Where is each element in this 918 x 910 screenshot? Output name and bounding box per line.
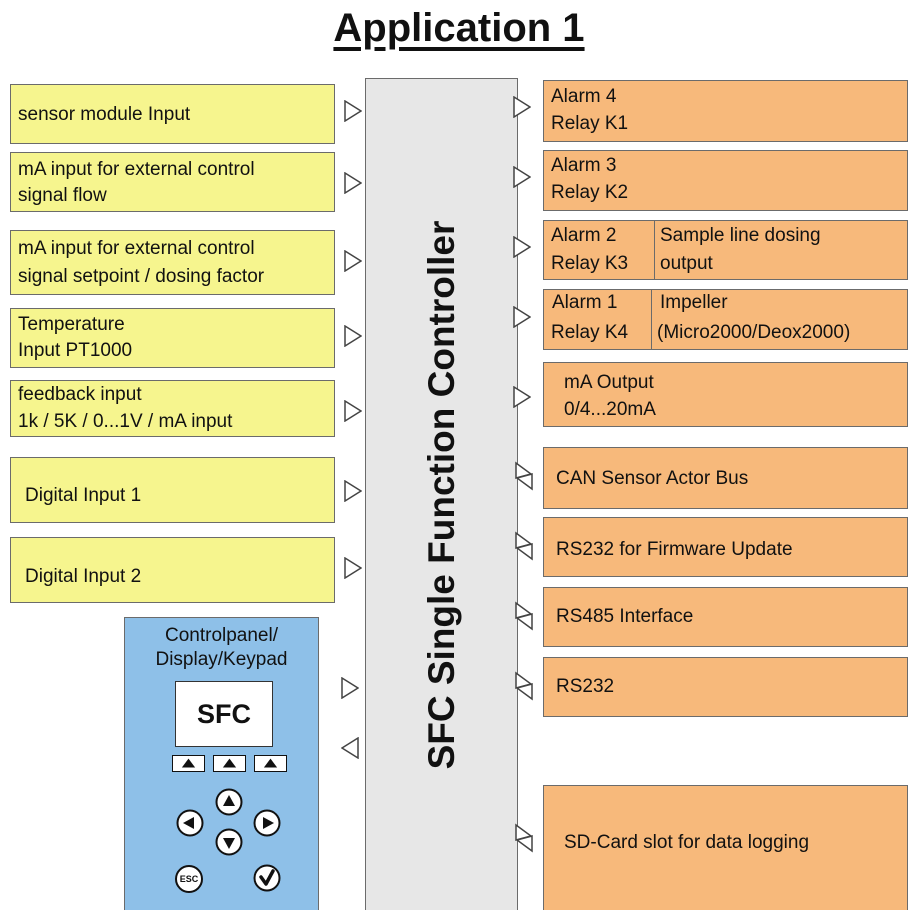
input-label: sensor module Input xyxy=(18,104,191,125)
checkmark-button-icon[interactable] xyxy=(253,864,281,892)
output-rs485: RS485 Interface xyxy=(543,587,908,647)
relay-label: Relay K2 xyxy=(551,182,629,203)
output-arrow-icon xyxy=(513,306,531,328)
input-arrow-icon xyxy=(344,100,362,122)
output-can-bus: CAN Sensor Actor Bus xyxy=(543,447,908,509)
panel-output-arrow-icon xyxy=(341,737,359,759)
output-ma: mA Output 0/4...20mA xyxy=(543,362,908,427)
up-arrow-button-icon[interactable] xyxy=(215,788,243,816)
bidirectional-arrow-icon xyxy=(515,823,533,853)
input-label: Digital Input 2 xyxy=(25,566,142,587)
alarm-label: Alarm 2 xyxy=(551,225,617,246)
output-desc-line1: Impeller xyxy=(660,292,728,313)
panel-title-line2: Display/Keypad xyxy=(155,649,288,670)
input-arrow-icon xyxy=(344,557,362,579)
output-arrow-icon xyxy=(513,386,531,408)
right-arrow-button-icon[interactable] xyxy=(253,809,281,837)
relay-label: Relay K1 xyxy=(551,113,629,134)
bidirectional-arrow-icon xyxy=(515,671,533,701)
input-label-line1: Temperature xyxy=(18,314,125,335)
output-alarm-3: Alarm 3 Relay K2 xyxy=(543,150,908,211)
input-label-line1: mA input for external control xyxy=(18,238,255,259)
display-screen: SFC xyxy=(175,681,273,747)
alarm-label: Alarm 3 xyxy=(551,155,617,176)
page-title: Application 1 xyxy=(333,6,585,50)
input-digital-2: Digital Input 2 xyxy=(10,537,335,603)
alarm-label: Alarm 4 xyxy=(551,86,617,107)
relay-label: Relay K4 xyxy=(551,322,629,343)
output-desc-line2: (Micro2000/Deox2000) xyxy=(657,322,851,343)
input-label-line2: Input PT1000 xyxy=(18,340,133,361)
input-arrow-icon xyxy=(344,325,362,347)
output-sd-card: SD-Card slot for data logging xyxy=(543,785,908,910)
divider xyxy=(651,290,652,349)
output-arrow-icon xyxy=(513,166,531,188)
output-label: SD-Card slot for data logging xyxy=(564,832,810,853)
output-label: RS232 xyxy=(556,676,615,697)
panel-input-arrow-icon xyxy=(341,677,359,699)
bidirectional-arrow-icon xyxy=(515,601,533,631)
softkey-1-up-icon[interactable] xyxy=(172,755,205,772)
input-arrow-icon xyxy=(344,400,362,422)
output-label-line2: 0/4...20mA xyxy=(564,399,656,420)
alarm-label: Alarm 1 xyxy=(552,292,618,313)
esc-label: ESC xyxy=(179,874,199,884)
output-label: CAN Sensor Actor Bus xyxy=(556,468,749,489)
bidirectional-arrow-icon xyxy=(515,531,533,561)
panel-title: Controlpanel/ Display/Keypad xyxy=(125,624,318,672)
divider xyxy=(654,221,655,279)
controller-label: SFC Single Function Controller xyxy=(420,220,462,769)
output-alarm-1: Alarm 1 Relay K4 Impeller (Micro2000/Deo… xyxy=(543,289,908,350)
input-arrow-icon xyxy=(344,250,362,272)
input-label-line1: feedback input xyxy=(18,384,142,405)
bidirectional-arrow-icon xyxy=(515,461,533,491)
input-arrow-icon xyxy=(344,172,362,194)
softkey-3-up-icon[interactable] xyxy=(254,755,287,772)
left-arrow-button-icon[interactable] xyxy=(176,809,204,837)
output-desc-line1: Sample line dosing xyxy=(660,225,821,246)
input-label: Digital Input 1 xyxy=(25,485,142,506)
input-digital-1: Digital Input 1 xyxy=(10,457,335,523)
sfc-controller-block: SFC Single Function Controller xyxy=(365,78,518,910)
output-label-line1: mA Output xyxy=(564,372,654,393)
output-rs232: RS232 xyxy=(543,657,908,717)
output-label: RS232 for Firmware Update xyxy=(556,539,793,560)
input-label-line2: signal flow xyxy=(18,185,107,206)
output-arrow-icon xyxy=(513,96,531,118)
input-ma-setpoint: mA input for external control signal set… xyxy=(10,230,335,295)
input-arrow-icon xyxy=(344,480,362,502)
down-arrow-button-icon[interactable] xyxy=(215,828,243,856)
esc-button[interactable]: ESC xyxy=(175,865,203,893)
input-label-line2: 1k / 5K / 0...1V / mA input xyxy=(18,411,233,432)
input-ma-flow: mA input for external control signal flo… xyxy=(10,152,335,212)
input-temperature: Temperature Input PT1000 xyxy=(10,308,335,368)
input-label-line2: signal setpoint / dosing factor xyxy=(18,266,265,287)
output-label: RS485 Interface xyxy=(556,606,694,627)
input-feedback: feedback input 1k / 5K / 0...1V / mA inp… xyxy=(10,380,335,437)
panel-title-line1: Controlpanel/ xyxy=(164,625,279,646)
input-sensor-module: sensor module Input xyxy=(10,84,335,144)
input-label-line1: mA input for external control xyxy=(18,159,255,180)
output-arrow-icon xyxy=(513,236,531,258)
softkey-2-up-icon[interactable] xyxy=(213,755,246,772)
output-rs232-firmware: RS232 for Firmware Update xyxy=(543,517,908,577)
output-alarm-2: Alarm 2 Relay K3 Sample line dosing outp… xyxy=(543,220,908,280)
output-desc-line2: output xyxy=(660,253,713,274)
output-alarm-4: Alarm 4 Relay K1 xyxy=(543,80,908,142)
relay-label: Relay K3 xyxy=(551,253,629,274)
control-panel: Controlpanel/ Display/Keypad SFC ESC xyxy=(124,617,319,910)
